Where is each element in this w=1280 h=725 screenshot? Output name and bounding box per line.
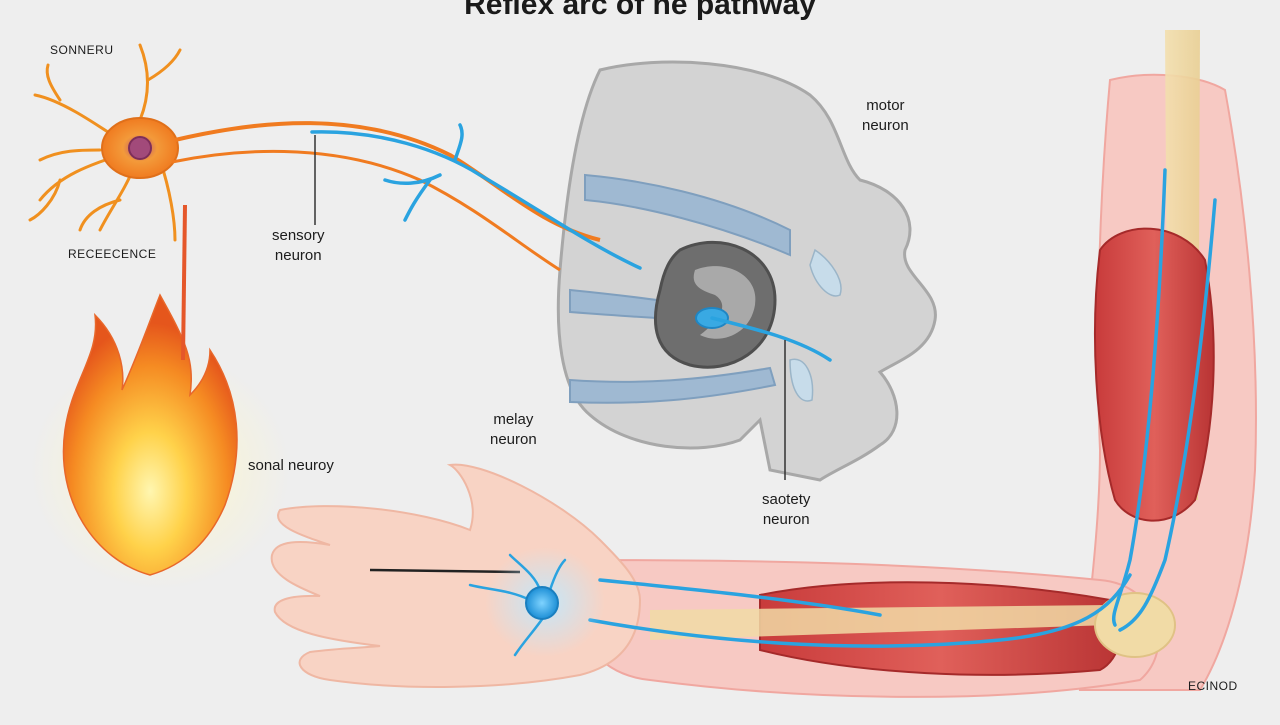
motor-neuron-blue (310, 123, 1217, 657)
flame-stimulus (30, 293, 290, 590)
label-bottom-right: ECINOD (1188, 679, 1238, 693)
label-sensory-neuron: sensory neuron (272, 227, 325, 264)
label-motor-neuron: motor neuron (862, 97, 909, 134)
diagram-title: Reflex arc of he pathway (464, 0, 816, 21)
label-receptor: RECEECENCE (68, 247, 157, 261)
label-top-left: SONNERU (50, 43, 114, 57)
label-relay-neuron: melay neuron (490, 411, 537, 448)
label-lower-sensory: saotety neuron (762, 491, 811, 528)
sensory-neuron-orange (28, 43, 601, 361)
label-signal-pathway: sonal neuroy (248, 457, 334, 474)
leader-lines (314, 135, 786, 480)
spinal-cord-section (556, 60, 937, 482)
